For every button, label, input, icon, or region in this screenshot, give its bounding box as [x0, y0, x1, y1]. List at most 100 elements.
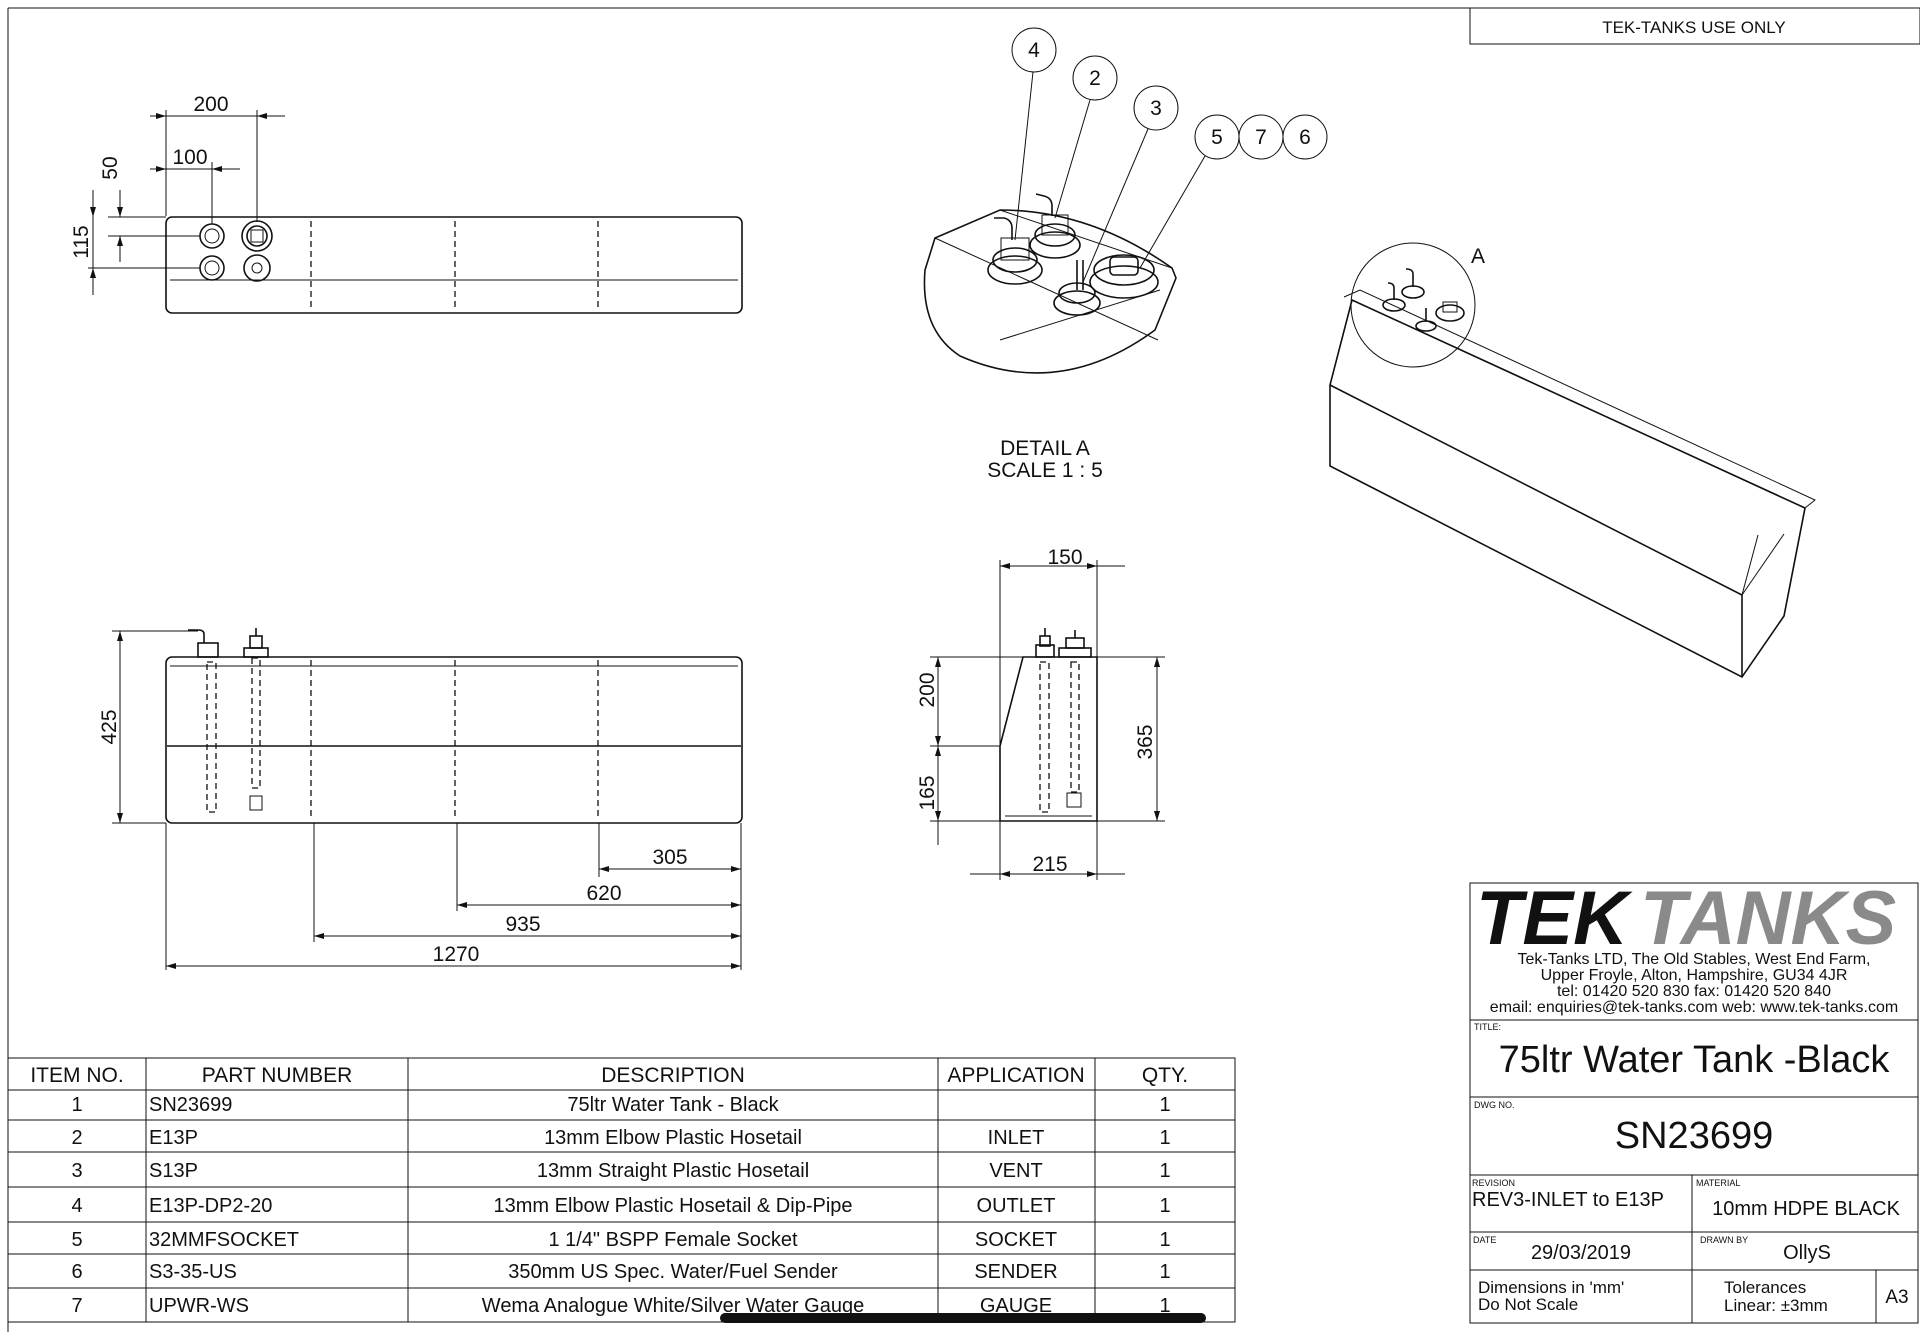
bom-item: 4: [71, 1195, 82, 1217]
balloon-2-label: 2: [1089, 67, 1101, 90]
material-label: MATERIAL: [1696, 1178, 1740, 1188]
balloon-3: 3: [1133, 85, 1179, 131]
tek-use-only-label: TEK-TANKS USE ONLY: [1602, 18, 1786, 37]
balloon-2: 2: [1072, 55, 1118, 101]
bom-part: E13P: [149, 1127, 198, 1149]
tektanks-logo: TEK TANKS: [1476, 876, 1896, 961]
bom-row: 3 S13P 13mm Straight Plastic Hosetail VE…: [71, 1160, 1170, 1182]
dwg-no-label: DWG NO.: [1474, 1100, 1515, 1110]
bom-qty: 1: [1159, 1094, 1170, 1116]
bom-app: GAUGE: [980, 1295, 1052, 1317]
side-fittings: [1035, 628, 1092, 658]
title-block: TEK TANKS Tek-Tanks LTD, The Old Stables…: [1469, 876, 1919, 1324]
bom-qty: 1: [1159, 1195, 1170, 1217]
bom-desc: 13mm Straight Plastic Hosetail: [537, 1160, 809, 1182]
bom-row: 5 32MMFSOCKET 1 1/4" BSPP Female Socket …: [71, 1229, 1170, 1251]
company-address-2: Upper Froyle, Alton, Hampshire, GU34 4JR: [1541, 967, 1848, 984]
bom-part: E13P-DP2-20: [149, 1195, 272, 1217]
bom-qty: 1: [1159, 1295, 1170, 1317]
bom-item: 5: [71, 1229, 82, 1251]
bom-header-qty: QTY.: [1142, 1064, 1188, 1087]
bom-part: 32MMFSOCKET: [149, 1229, 299, 1251]
bom-header-part: PART NUMBER: [202, 1064, 353, 1087]
bom-row: 6 S3-35-US 350mm US Spec. Water/Fuel Sen…: [71, 1261, 1170, 1283]
bom-item: 7: [71, 1295, 82, 1317]
bom-header-application: APPLICATION: [947, 1064, 1084, 1087]
dim-side-150: 150: [1047, 546, 1082, 569]
iso-fittings: [1382, 268, 1465, 332]
isometric-view: A: [1329, 242, 1816, 679]
balloon-3-label: 3: [1150, 97, 1162, 120]
drawing-title: 75ltr Water Tank -Black: [1499, 1039, 1891, 1081]
detail-a-view: 4 2 3 5 7 6 DETAIL A SCALE 1 : 5: [923, 27, 1328, 482]
bom-row: 4 E13P-DP2-20 13mm Elbow Plastic Hosetai…: [71, 1195, 1170, 1217]
side-view: 150 200 165 365 215: [916, 546, 1165, 880]
drawn-by-label: DRAWN BY: [1700, 1235, 1748, 1245]
bom-app: INLET: [988, 1127, 1045, 1149]
bom-desc: 13mm Elbow Plastic Hosetail: [544, 1127, 802, 1149]
dim-side-165: 165: [916, 775, 939, 810]
bom-qty: 1: [1159, 1261, 1170, 1283]
bill-of-materials: ITEM NO. PART NUMBER DESCRIPTION APPLICA…: [7, 1057, 1236, 1323]
top-view: 200 100 50 115: [70, 93, 743, 314]
do-not-scale-note: Do Not Scale: [1478, 1295, 1578, 1314]
bom-qty: 1: [1159, 1160, 1170, 1182]
bom-app: SOCKET: [975, 1229, 1057, 1251]
bom-desc: Wema Analogue White/Silver Water Gauge: [482, 1295, 864, 1317]
dim-front-1270: 1270: [433, 943, 480, 966]
company-email-web: email: enquiries@tek-tanks.com web: www.…: [1490, 999, 1898, 1016]
dim-top-200: 200: [193, 93, 228, 116]
dim-side-200: 200: [916, 672, 939, 707]
bom-item: 1: [71, 1094, 82, 1116]
bom-item: 6: [71, 1261, 82, 1283]
bom-row: 2 E13P 13mm Elbow Plastic Hosetail INLET…: [71, 1127, 1170, 1149]
bom-header-item: ITEM NO.: [30, 1064, 123, 1087]
bom-app: VENT: [989, 1160, 1042, 1182]
date-value: 29/03/2019: [1531, 1242, 1631, 1264]
detail-title: DETAIL A: [1000, 437, 1090, 460]
dim-top-50: 50: [99, 156, 122, 179]
iso-detail-label: A: [1471, 245, 1485, 268]
dim-top-115: 115: [70, 225, 93, 258]
company-phone: tel: 01420 520 830 fax: 01420 520 840: [1557, 983, 1831, 1000]
top-view-fittings: [199, 220, 273, 282]
revision-label: REVISION: [1472, 1178, 1515, 1188]
bom-desc: 350mm US Spec. Water/Fuel Sender: [508, 1261, 838, 1283]
bom-part: SN23699: [149, 1094, 232, 1116]
dim-side-365: 365: [1134, 724, 1157, 759]
bom-desc: 13mm Elbow Plastic Hosetail & Dip-Pipe: [493, 1195, 852, 1217]
detail-a-circle: [1350, 242, 1476, 368]
dim-side-215: 215: [1032, 853, 1067, 876]
revision-value: REV3-INLET to E13P: [1472, 1189, 1664, 1211]
balloon-7-label: 7: [1255, 126, 1267, 149]
drawing-number: SN23699: [1615, 1115, 1773, 1157]
dim-front-620: 620: [586, 882, 621, 905]
dimensions-note: Dimensions in 'mm': [1478, 1278, 1624, 1297]
balloon-4: 4: [1011, 27, 1057, 73]
bom-header-description: DESCRIPTION: [601, 1064, 745, 1087]
logo-tek: TEK: [1476, 876, 1633, 961]
bom-app: SENDER: [974, 1261, 1057, 1283]
horizontal-scrollbar[interactable]: [720, 1313, 1206, 1323]
tolerances-label: Tolerances: [1724, 1278, 1806, 1297]
balloon-4-label: 4: [1028, 39, 1040, 62]
balloon-6: 6: [1282, 114, 1328, 160]
dim-front-425: 425: [98, 709, 121, 744]
bom-item: 2: [71, 1127, 82, 1149]
balloon-5: 5: [1194, 114, 1240, 160]
dim-top-100: 100: [172, 146, 207, 169]
front-view: 425 305 620 935 1270: [98, 628, 743, 970]
bom-desc: 75ltr Water Tank - Black: [567, 1094, 779, 1116]
bom-desc: 1 1/4" BSPP Female Socket: [548, 1229, 798, 1251]
bom-item: 3: [71, 1160, 82, 1182]
balloon-7: 7: [1238, 114, 1284, 160]
bom-app: OUTLET: [977, 1195, 1056, 1217]
bom-header: ITEM NO. PART NUMBER DESCRIPTION APPLICA…: [30, 1064, 1188, 1087]
title-label: TITLE:: [1474, 1022, 1501, 1032]
detail-scale: SCALE 1 : 5: [987, 459, 1103, 482]
material-value: 10mm HDPE BLACK: [1712, 1198, 1900, 1220]
date-label: DATE: [1473, 1235, 1496, 1245]
tolerances-linear: Linear: ±3mm: [1724, 1296, 1828, 1315]
